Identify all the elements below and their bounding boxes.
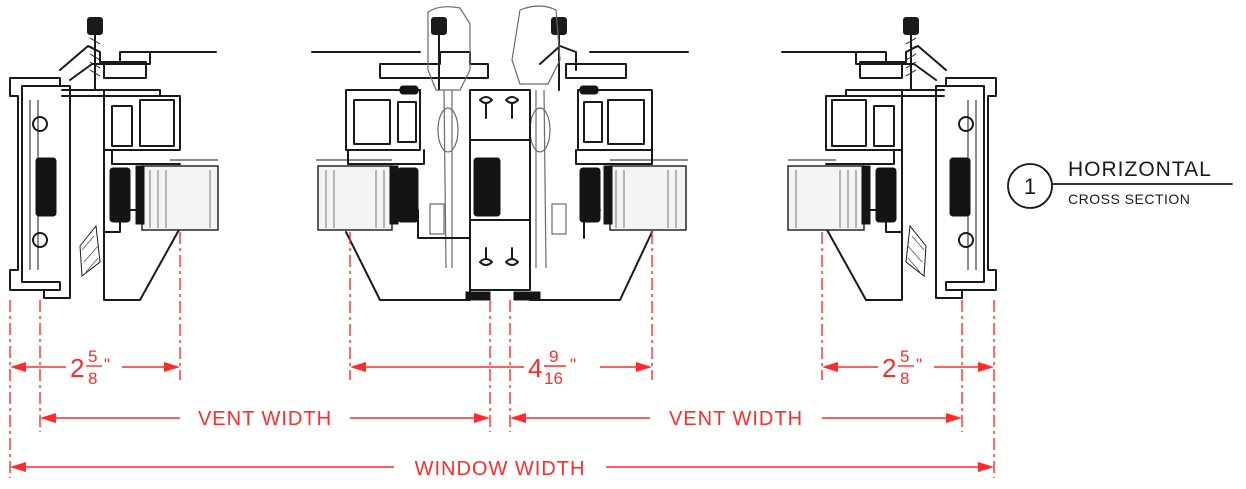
dimension-right-numerator: 5 <box>900 347 909 366</box>
dimension-window-width: WINDOW WIDTH <box>10 458 994 480</box>
dimension-extension-lines <box>9 232 995 478</box>
section-marker-title: HORIZONTAL <box>1068 158 1212 181</box>
section-marker-id: 1 <box>1024 174 1036 199</box>
center-mullion-profile <box>311 5 689 301</box>
dimension-right-jamb: 2 5 8 " <box>822 347 994 388</box>
dimension-vent-width-right: VENT WIDTH <box>510 408 962 430</box>
dimension-left-jamb: 2 5 8 " <box>10 347 180 388</box>
section-marker: 1 HORIZONTAL CROSS SECTION <box>1007 158 1233 209</box>
dimension-center-mullion: 4 9 16 " <box>350 347 652 388</box>
right-jamb-profile <box>781 17 997 301</box>
dimension-right-whole: 2 <box>882 353 896 383</box>
dimension-vent-width-right-label: VENT WIDTH <box>669 408 803 430</box>
dimension-left-denominator: 8 <box>88 369 97 388</box>
dimension-window-width-label: WINDOW WIDTH <box>415 458 586 480</box>
left-jamb-profile <box>9 17 219 301</box>
dimension-left-numerator: 5 <box>88 347 97 366</box>
section-marker-subtitle: CROSS SECTION <box>1068 191 1190 207</box>
dimension-center-denominator: 16 <box>544 369 563 388</box>
section-marker-circle <box>1007 163 1053 209</box>
dimension-center-unit: " <box>570 355 576 374</box>
dimension-vent-width-left-label: VENT WIDTH <box>198 408 332 430</box>
dimension-vent-width-left: VENT WIDTH <box>40 408 490 430</box>
dimension-center-whole: 4 <box>528 353 542 383</box>
dimension-center-numerator: 9 <box>549 347 558 366</box>
dimension-left-whole: 2 <box>70 353 84 383</box>
dimension-left-unit: " <box>104 355 110 374</box>
dimension-right-unit: " <box>916 355 922 374</box>
dimension-right-denominator: 8 <box>900 369 909 388</box>
